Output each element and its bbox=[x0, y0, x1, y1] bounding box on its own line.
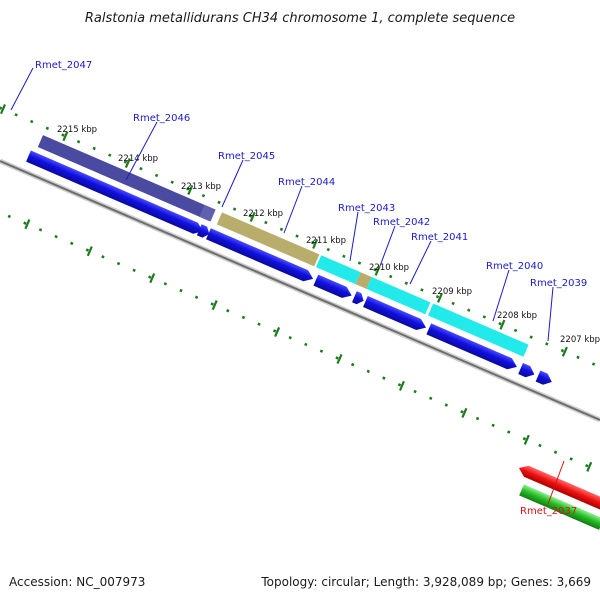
inner-dotted-track bbox=[0, 154, 600, 482]
major-tick bbox=[62, 131, 69, 142]
gene-label-text[interactable]: Rmet_2047 bbox=[35, 60, 92, 71]
kbp-label: 2214 kbp bbox=[118, 154, 158, 164]
cog-band-rmet-2040 bbox=[428, 303, 529, 357]
cds-arrow-rmet-2040 bbox=[426, 323, 517, 370]
gene-label-text[interactable]: Rmet_2042 bbox=[373, 217, 430, 228]
major-tick bbox=[561, 346, 568, 357]
gene-label-rmet-2044[interactable]: Rmet_2044 bbox=[278, 177, 335, 234]
kbp-label: 2211 kbp bbox=[306, 236, 346, 246]
outer-dotted-track bbox=[0, 65, 600, 394]
major-tick bbox=[0, 104, 7, 115]
major-tick bbox=[523, 434, 530, 445]
gene-label-rmet-2037[interactable]: Rmet_2037 bbox=[520, 460, 577, 517]
major-ticks bbox=[0, 104, 593, 472]
kbp-label: 2212 kbp bbox=[243, 209, 283, 219]
kbp-label: 2210 kbp bbox=[369, 263, 409, 273]
major-tick bbox=[274, 326, 281, 338]
gene-label-text[interactable]: Rmet_2041 bbox=[411, 232, 468, 243]
gene-label-text[interactable]: Rmet_2043 bbox=[338, 203, 395, 214]
major-tick bbox=[24, 219, 31, 230]
cds-inner-track bbox=[519, 465, 600, 530]
cds-arrow-rmet-2039-b bbox=[535, 370, 552, 385]
major-tick bbox=[586, 461, 593, 472]
cds-arrow-rmet-2037-red bbox=[519, 465, 600, 513]
major-tick bbox=[461, 407, 468, 418]
gene-label-rmet-2041[interactable]: Rmet_2041 bbox=[409, 232, 468, 285]
map-title: Ralstonia metallidurans CH34 chromosome … bbox=[85, 11, 515, 26]
gene-label-text[interactable]: Rmet_2039 bbox=[530, 278, 587, 289]
cog-band-rmet-2045 bbox=[199, 204, 216, 222]
major-tick bbox=[436, 292, 444, 303]
gene-label-rmet-2045[interactable]: Rmet_2045 bbox=[218, 151, 275, 208]
major-tick bbox=[211, 300, 218, 311]
cds-arrow-rmet-2046 bbox=[26, 150, 203, 234]
cds-arrow-rmet-2044 bbox=[206, 228, 314, 282]
gene-label-rmet-2042[interactable]: Rmet_2042 bbox=[373, 217, 430, 267]
major-tick bbox=[86, 246, 93, 257]
gene-label-rmet-2040[interactable]: Rmet_2040 bbox=[486, 261, 543, 322]
cog-band-rmet-2041 bbox=[366, 276, 431, 315]
gene-label-rmet-2046[interactable]: Rmet_2046 bbox=[125, 113, 190, 181]
gene-label-rmet-2047[interactable]: Rmet_2047 bbox=[10, 60, 92, 111]
genome-summary-text: Topology: circular; Length: 3,928,089 bp… bbox=[260, 575, 591, 589]
cog-band-rmet-2044 bbox=[216, 212, 320, 267]
cds-arrow-rmet-2042-a bbox=[352, 291, 364, 305]
major-tick bbox=[336, 353, 343, 365]
kbp-label: 2213 kbp bbox=[181, 182, 221, 192]
gene-label-rmet-2039[interactable]: Rmet_2039 bbox=[530, 278, 587, 342]
major-tick bbox=[124, 157, 131, 169]
gene-label-text[interactable]: Rmet_2040 bbox=[486, 261, 543, 272]
kbp-label: 2208 kbp bbox=[497, 311, 537, 321]
gene-label-text[interactable]: Rmet_2037 bbox=[520, 506, 577, 517]
cog-band-rmet-2043 bbox=[316, 255, 361, 285]
cds-arrow-rmet-2039-a bbox=[518, 363, 535, 378]
major-tick bbox=[312, 238, 319, 249]
major-tick bbox=[249, 211, 256, 222]
cds-arrow-rmet-2037-green bbox=[519, 484, 600, 530]
major-tick bbox=[187, 184, 194, 196]
cds-forward-track bbox=[26, 150, 552, 385]
kbp-label: 2209 kbp bbox=[432, 287, 472, 297]
major-tick bbox=[398, 380, 405, 391]
cog-band-rmet-2042 bbox=[355, 272, 372, 289]
chromosome-backbone bbox=[0, 158, 600, 423]
gene-label-text[interactable]: Rmet_2046 bbox=[133, 113, 190, 124]
cds-arrow-rmet-2043 bbox=[313, 274, 352, 298]
gene-label-text[interactable]: Rmet_2045 bbox=[218, 151, 275, 162]
accession-text: Accession: NC_007973 bbox=[9, 575, 145, 589]
major-tick bbox=[149, 273, 156, 284]
kbp-labels: 2215 kbp 2214 kbp 2213 kbp 2212 kbp 2211… bbox=[57, 125, 600, 345]
cds-arrow-rmet-2041 bbox=[363, 296, 427, 331]
kbp-label: 2215 kbp bbox=[57, 125, 97, 135]
gene-label-rmet-2043[interactable]: Rmet_2043 bbox=[338, 203, 395, 262]
major-tick bbox=[374, 265, 381, 276]
kbp-label: 2207 kbp bbox=[560, 335, 600, 345]
gene-label-text[interactable]: Rmet_2044 bbox=[278, 177, 335, 188]
cds-arrow-rmet-2045 bbox=[196, 224, 210, 238]
major-tick bbox=[499, 319, 506, 330]
